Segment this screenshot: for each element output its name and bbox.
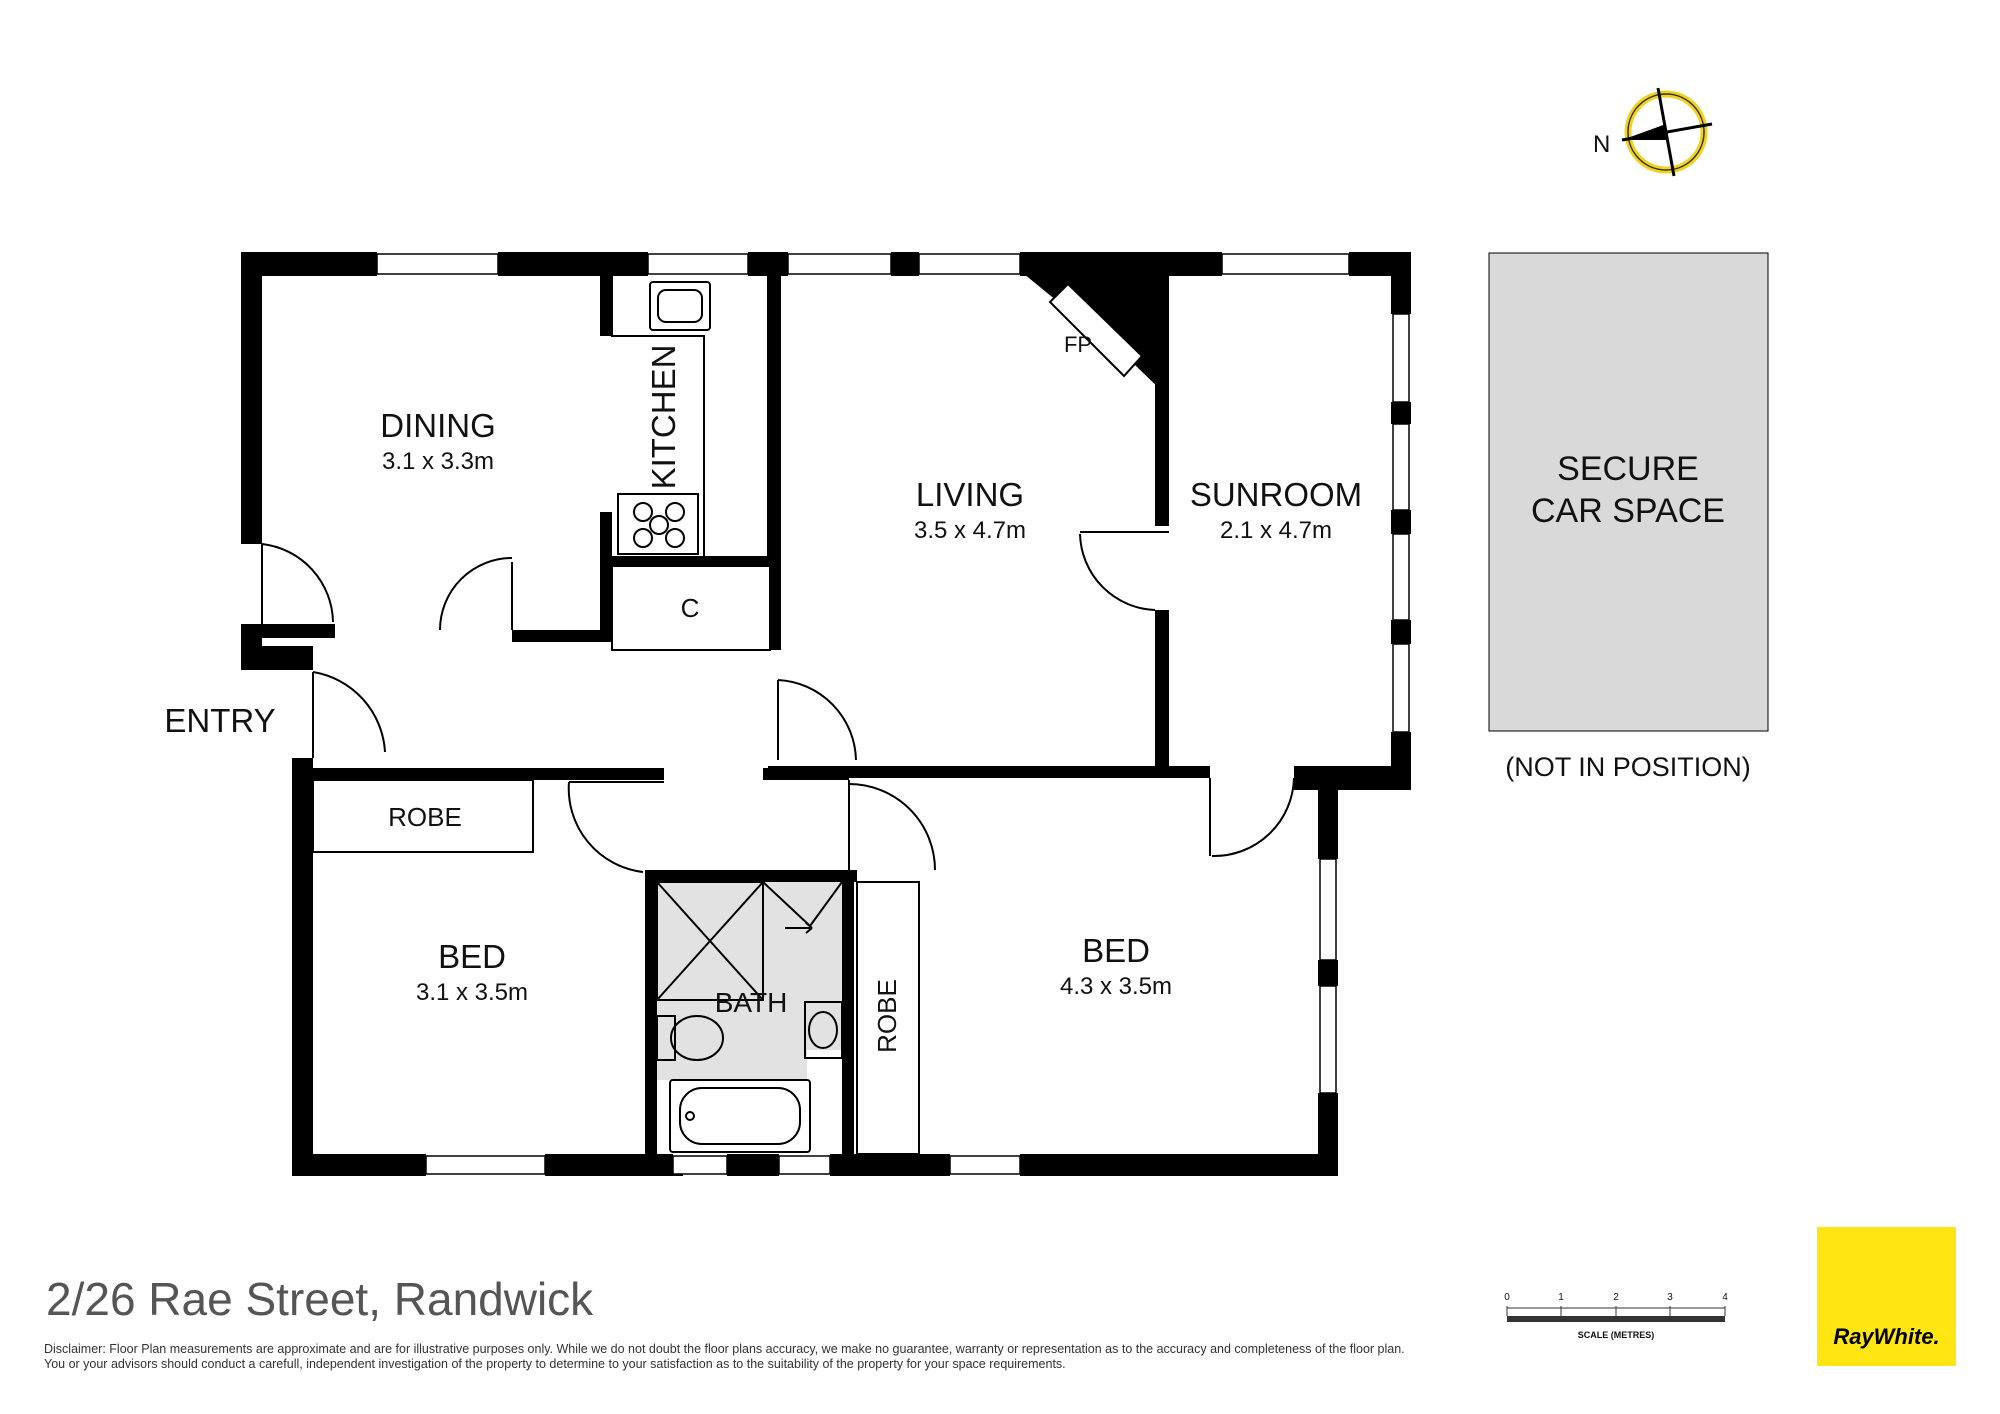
property-address: 2/26 Rae Street, Randwick: [46, 1273, 594, 1325]
scale-tick-1: 1: [1558, 1292, 1564, 1303]
scale-tick-3: 3: [1667, 1292, 1673, 1303]
bed-left-label: BED: [438, 938, 506, 975]
raywhite-logo-text: RayWhite.: [1833, 1324, 1940, 1349]
kitchen-sink: [649, 281, 711, 331]
bed-left-dims: 3.1 x 3.5m: [416, 979, 528, 1006]
doors: [261, 531, 1295, 873]
bath-basin: [804, 1001, 843, 1059]
dining-label: DINING: [380, 407, 496, 444]
scale-tick-2: 2: [1613, 1292, 1619, 1303]
entry-label: ENTRY: [164, 702, 275, 739]
scale-bar: [1506, 1306, 1726, 1322]
car-space-note: (NOT IN POSITION): [1505, 752, 1751, 782]
car-space-line1: SECURE: [1557, 450, 1699, 488]
bathtub: [669, 1079, 811, 1153]
toilet: [656, 1015, 676, 1061]
living-dims: 3.5 x 4.7m: [914, 517, 1026, 544]
robe-left-cupboard: [312, 779, 534, 853]
compass-icon: [1621, 87, 1713, 177]
scale-caption: SCALE (METRES): [1578, 1330, 1655, 1340]
walls: [241, 252, 1411, 1176]
shower: [656, 881, 764, 1001]
car-space-box: [1488, 252, 1769, 732]
cupboard-label: C: [681, 593, 700, 623]
sunroom-dims: 2.1 x 4.7m: [1220, 517, 1332, 544]
kitchen-cooktop: [617, 493, 699, 555]
cupboard-c: [611, 565, 771, 651]
sunroom-label: SUNROOM: [1190, 476, 1362, 513]
scale-tick-4: 4: [1722, 1292, 1728, 1303]
living-label: LIVING: [916, 476, 1024, 513]
dining-dims: 3.1 x 3.3m: [382, 448, 494, 475]
fixtures: [312, 276, 1144, 1155]
windows: [376, 253, 1410, 1175]
car-space-line2: CAR SPACE: [1531, 492, 1725, 530]
fireplace-label: FP: [1064, 332, 1092, 357]
robe-right-label: ROBE: [872, 979, 902, 1053]
bed-right-label: BED: [1082, 932, 1150, 969]
bed-right-dims: 4.3 x 3.5m: [1060, 973, 1172, 1000]
robe-left-label: ROBE: [388, 802, 462, 832]
bath-label: BATH: [715, 987, 788, 1018]
disclaimer-text: Disclaimer: Floor Plan measurements are …: [44, 1342, 1405, 1371]
robe-right-cupboard: [856, 881, 920, 1155]
scale-tick-0: 0: [1504, 1292, 1510, 1303]
kitchen-label: KITCHEN: [645, 345, 682, 490]
raywhite-logo: RayWhite.: [1817, 1227, 1956, 1366]
compass-north-label: N: [1593, 131, 1610, 158]
